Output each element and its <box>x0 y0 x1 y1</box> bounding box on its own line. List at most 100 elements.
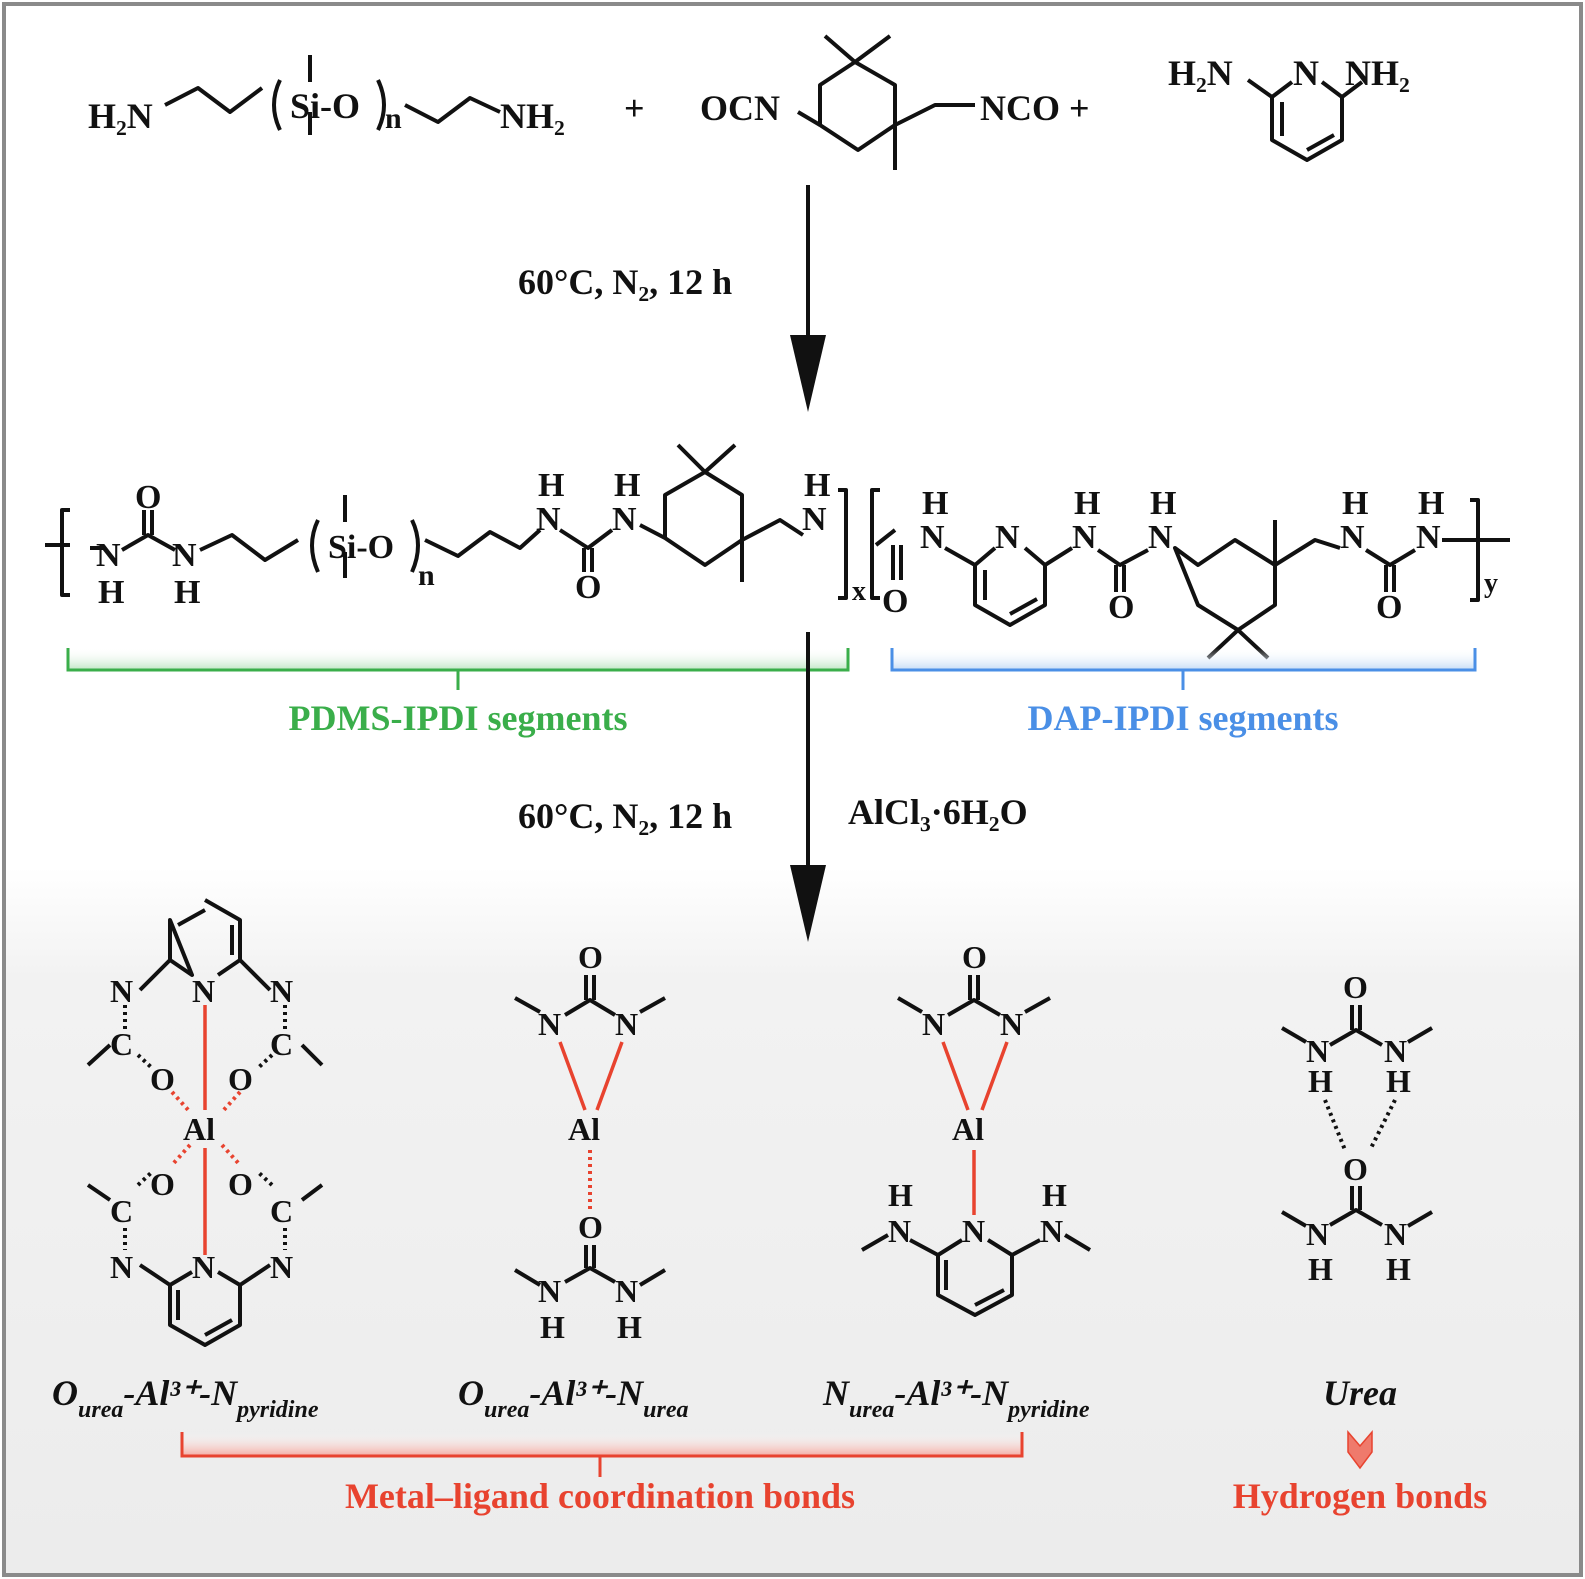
amine-label: H₂N <box>1168 53 1233 93</box>
pdms-ipdi-bracket <box>66 648 850 690</box>
atom-label: O <box>578 1209 603 1245</box>
metal-ligand-label: Metal–ligand coordination bonds <box>345 1476 855 1516</box>
atom-h: H <box>1342 485 1368 522</box>
atom-o: O <box>135 479 161 516</box>
atom-n: N <box>995 519 1020 556</box>
atom-label: urea <box>78 1397 123 1423</box>
atom-h: H <box>1418 485 1444 522</box>
atom-label: Al <box>952 1111 984 1147</box>
atom-label: pyridine <box>1006 1397 1090 1423</box>
atom-label: O <box>228 1166 253 1202</box>
atom-label: H <box>1042 1177 1067 1213</box>
amine-label: NH₂ <box>500 96 565 136</box>
atom-label: urea <box>484 1397 529 1423</box>
atom-label: O <box>578 939 603 975</box>
plus-sign: + <box>624 88 645 128</box>
atom-label: H <box>888 1177 913 1213</box>
atom-h: H <box>98 574 124 611</box>
complex-o-al-npyridine: N N N C C O O Al O O C C N N N <box>86 898 324 1347</box>
atom-label: H <box>540 1309 565 1345</box>
atom-o: O <box>575 569 601 606</box>
atom-label: H <box>1308 1063 1333 1099</box>
atom-h: H <box>804 467 830 504</box>
siloxane-label: Si-O <box>328 529 394 566</box>
atom-o: O <box>1108 589 1134 626</box>
urea-label: Urea <box>1323 1373 1397 1413</box>
atom-o: O <box>1376 589 1402 626</box>
atom-label: C <box>110 1026 133 1062</box>
isocyanate-label: NCO + <box>980 88 1090 128</box>
isocyanate-label: OCN <box>700 88 780 128</box>
atom-label: O <box>150 1166 175 1202</box>
diaminopyridine: H₂N N NH₂ <box>1168 53 1410 162</box>
atom-label: N <box>270 973 293 1009</box>
atom-label: Al <box>568 1111 600 1147</box>
atom-label: N <box>615 1006 638 1042</box>
repeat-n: n <box>418 559 435 592</box>
atom-h: H <box>538 467 564 504</box>
aluminum-chloride-reagent: AlCl₃·6H₂O <box>848 792 1028 832</box>
atom-n: N <box>802 501 827 538</box>
dap-ipdi-label: DAP-IPDI segments <box>1028 698 1339 738</box>
atom-label: H <box>1386 1251 1411 1287</box>
repeat-n: n <box>385 102 402 135</box>
atom-label: N <box>1040 1213 1063 1249</box>
complex-label-1: Ourea-Al³⁺-Npyridine <box>52 1373 319 1423</box>
metal-ligand-bracket <box>180 1432 1024 1477</box>
atom-label: -Al³⁺-N <box>529 1373 645 1413</box>
atom-label: urea <box>849 1397 894 1423</box>
atom-label: H <box>1308 1251 1333 1287</box>
atom-label: pyridine <box>235 1397 319 1423</box>
atom-label: C <box>270 1026 293 1062</box>
atom-label: O <box>962 939 987 975</box>
ipdi: OCN NCO + <box>700 34 1090 170</box>
atom-label: N <box>1384 1216 1407 1252</box>
atom-label: O <box>1343 1151 1368 1187</box>
atom-label: H <box>617 1309 642 1345</box>
atom-n: N <box>612 501 637 538</box>
atom-label: O <box>52 1373 78 1413</box>
atom-label: urea <box>643 1397 688 1423</box>
atom-n: N <box>536 501 561 538</box>
atom-label: N <box>538 1273 561 1309</box>
atom-label: N <box>1306 1216 1329 1252</box>
atom-label: N <box>270 1249 293 1285</box>
atom-label: N <box>962 1213 985 1249</box>
reaction-arrow-2 <box>790 632 826 942</box>
pyridine-n: N <box>1293 53 1319 93</box>
siloxane-label: Si-O <box>290 86 360 126</box>
complex-nurea-al-npyridine: O N N Al N NH NH <box>861 939 1092 1317</box>
down-chevron-arrow-icon <box>1347 1429 1373 1470</box>
atom-label: N <box>888 1213 911 1249</box>
atom-label: N <box>1306 1033 1329 1069</box>
atom-label: C <box>110 1193 133 1229</box>
pdms-diamine: H₂N Si-O n NH₂ <box>88 55 565 136</box>
atom-n: N <box>1416 519 1441 556</box>
atom-n: N <box>1148 519 1173 556</box>
atom-label: N <box>822 1373 851 1413</box>
repeat-x: x <box>852 576 866 607</box>
atom-o: O <box>882 583 908 620</box>
atom-label: -Al³⁺-N <box>123 1373 239 1413</box>
atom-label: O <box>1343 969 1368 1005</box>
urea-hydrogen-bond: O NH NH O NH NH <box>1280 969 1434 1287</box>
reaction-arrow-1 <box>790 185 826 412</box>
atom-label: N <box>538 1006 561 1042</box>
complex-o-al-nurea: O N N Al O NH NH <box>513 939 667 1345</box>
atom-n: N <box>172 537 197 574</box>
atom-label: O <box>228 1061 253 1097</box>
atom-label: N <box>1384 1033 1407 1069</box>
atom-n: N <box>96 537 121 574</box>
atom-label: N <box>110 973 133 1009</box>
atom-n: N <box>1340 519 1365 556</box>
atom-label: N <box>192 1249 215 1285</box>
atom-label: O <box>458 1373 484 1413</box>
repeat-y: y <box>1484 568 1498 599</box>
atom-label: N <box>615 1273 638 1309</box>
atom-h: H <box>174 574 200 611</box>
atom-n: N <box>1072 519 1097 556</box>
reaction-conditions-1: 60°C, N₂, 12 h <box>518 262 732 302</box>
